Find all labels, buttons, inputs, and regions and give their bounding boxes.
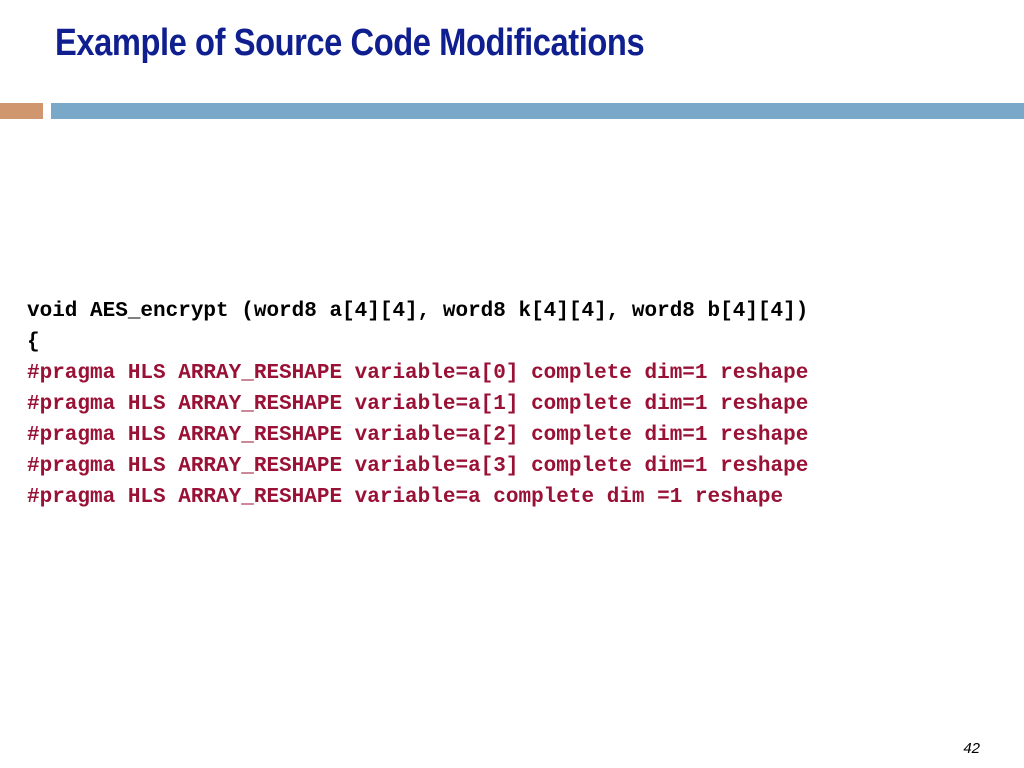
slide-title: Example of Source Code Modifications [55, 22, 645, 64]
code-line-signature: void AES_encrypt (word8 a[4][4], word8 k… [27, 300, 809, 323]
code-block: void AES_encrypt (word8 a[4][4], word8 k… [27, 296, 808, 513]
code-line-pragma: #pragma HLS ARRAY_RESHAPE variable=a[3] … [27, 455, 809, 478]
code-line-pragma: #pragma HLS ARRAY_RESHAPE variable=a[2] … [27, 424, 809, 447]
code-line-pragma: #pragma HLS ARRAY_RESHAPE variable=a com… [27, 486, 784, 509]
code-line-open-brace: { [27, 331, 40, 354]
page-number: 42 [963, 740, 980, 757]
title-rule-bar [51, 103, 1024, 119]
title-rule-accent [0, 103, 43, 119]
code-line-pragma: #pragma HLS ARRAY_RESHAPE variable=a[0] … [27, 362, 809, 385]
code-line-pragma: #pragma HLS ARRAY_RESHAPE variable=a[1] … [27, 393, 809, 416]
